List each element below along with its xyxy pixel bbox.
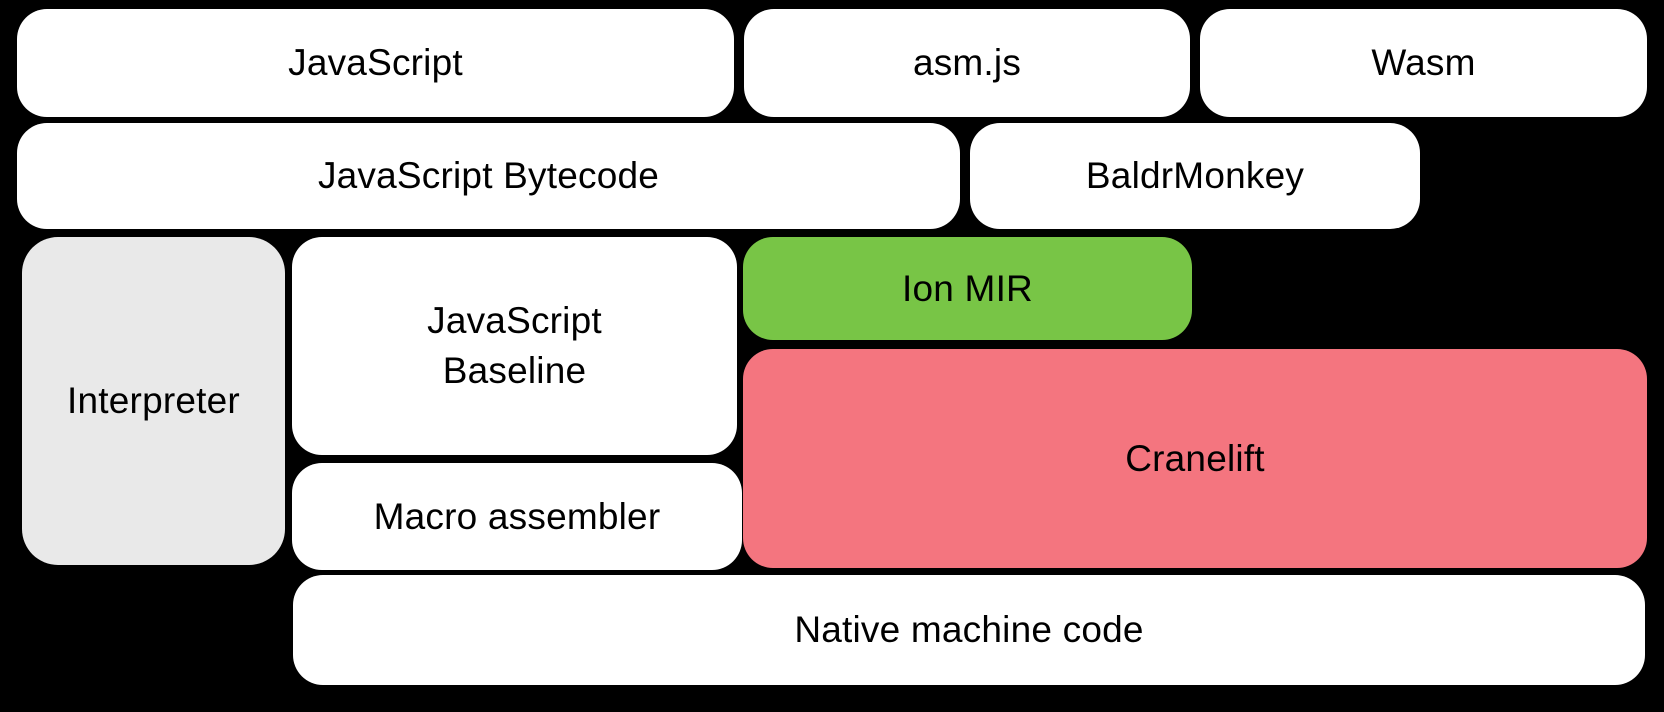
node-cranelift: Cranelift [743,349,1647,568]
node-javascript-baseline-line2: Baseline [442,350,587,391]
node-javascript-bytecode: JavaScript Bytecode [17,123,960,229]
node-javascript-bytecode-label: JavaScript Bytecode [317,155,660,197]
node-javascript: JavaScript [17,9,734,117]
node-cranelift-label: Cranelift [1125,437,1265,479]
node-macro-assembler: Macro assembler [292,463,742,570]
node-native-machine-code: Native machine code [293,575,1645,685]
node-asmjs-label: asm.js [912,42,1022,84]
node-wasm: Wasm [1200,9,1647,117]
node-javascript-label: JavaScript [288,42,463,84]
node-interpreter-label: Interpreter [67,380,240,422]
node-baldrmonkey: BaldrMonkey [970,123,1420,229]
node-javascript-baseline-line1: JavaScript [427,300,602,342]
node-asmjs: asm.js [744,9,1190,117]
node-ion-mir: Ion MIR [743,237,1192,340]
node-javascript-baseline-label: JavaScript Baseline [427,296,602,396]
node-baldrmonkey-label: BaldrMonkey [1085,155,1305,197]
node-ion-mir-label: Ion MIR [902,267,1033,309]
node-interpreter: Interpreter [22,237,285,565]
node-native-machine-code-label: Native machine code [794,609,1144,651]
node-javascript-baseline: JavaScript Baseline [292,237,737,455]
node-macro-assembler-label: Macro assembler [373,495,661,537]
node-wasm-label: Wasm [1371,42,1476,84]
